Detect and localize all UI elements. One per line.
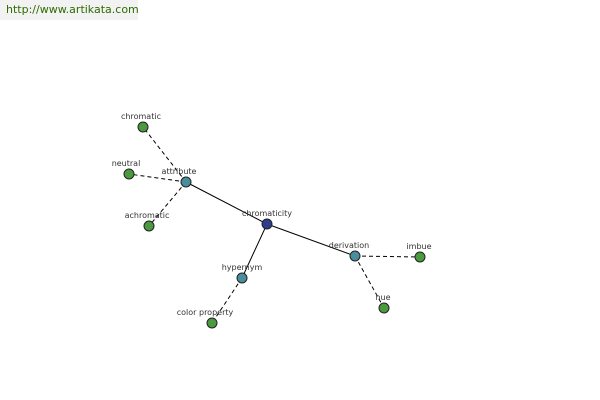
node-label-imbue[interactable]: imbue: [406, 242, 431, 251]
node-neutral[interactable]: neutral: [112, 159, 141, 180]
node-derivation[interactable]: derivation: [329, 241, 369, 262]
edge-derivation-imbue: [354, 255, 421, 258]
graph-nodes: chromaticity attribute hypernym derivation c…: [112, 112, 432, 329]
node-dot-achromatic[interactable]: [143, 220, 155, 232]
node-dot-hypernym[interactable]: [236, 272, 248, 284]
edge-derivation-hue: [354, 255, 385, 309]
node-attribute[interactable]: attribute: [162, 167, 197, 188]
edge-hypernym-color_property: [211, 277, 243, 324]
node-label-chromaticity[interactable]: chromaticity: [242, 209, 292, 218]
edge-chromaticity-derivation: [266, 223, 356, 257]
node-dot-chromatic[interactable]: [137, 121, 149, 133]
edge-chromaticity-attribute: [185, 181, 268, 225]
node-chromaticity[interactable]: chromaticity: [242, 209, 292, 230]
node-chromatic[interactable]: chromatic: [121, 112, 161, 133]
graph-edges: [128, 126, 421, 324]
node-dot-imbue[interactable]: [414, 251, 426, 263]
node-label-hypernym[interactable]: hypernym: [222, 263, 263, 272]
node-color_property[interactable]: color property: [177, 308, 234, 329]
node-label-hue[interactable]: hue: [375, 293, 390, 302]
node-imbue[interactable]: imbue: [406, 242, 432, 263]
node-hue[interactable]: hue: [375, 293, 391, 314]
node-achromatic[interactable]: achromatic: [125, 211, 170, 232]
node-label-chromatic[interactable]: chromatic: [121, 112, 161, 121]
edge-attribute-neutral: [128, 173, 187, 183]
node-dot-neutral[interactable]: [123, 168, 135, 180]
edge-attribute-chromatic: [142, 126, 187, 183]
node-dot-color_property[interactable]: [206, 317, 218, 329]
node-dot-derivation[interactable]: [349, 250, 361, 262]
node-label-achromatic[interactable]: achromatic: [125, 211, 170, 220]
node-label-derivation[interactable]: derivation: [329, 241, 369, 250]
edge-attribute-achromatic: [148, 181, 187, 227]
node-label-neutral[interactable]: neutral: [112, 159, 141, 168]
node-dot-chromaticity[interactable]: [261, 218, 273, 230]
edge-chromaticity-hypernym: [241, 223, 268, 279]
node-dot-attribute[interactable]: [180, 176, 192, 188]
node-dot-hue[interactable]: [378, 302, 390, 314]
node-label-color_property[interactable]: color property: [177, 308, 234, 317]
node-label-attribute[interactable]: attribute: [162, 167, 197, 176]
node-hypernym[interactable]: hypernym: [222, 263, 263, 284]
site-url[interactable]: http://www.artikata.com: [0, 0, 139, 20]
